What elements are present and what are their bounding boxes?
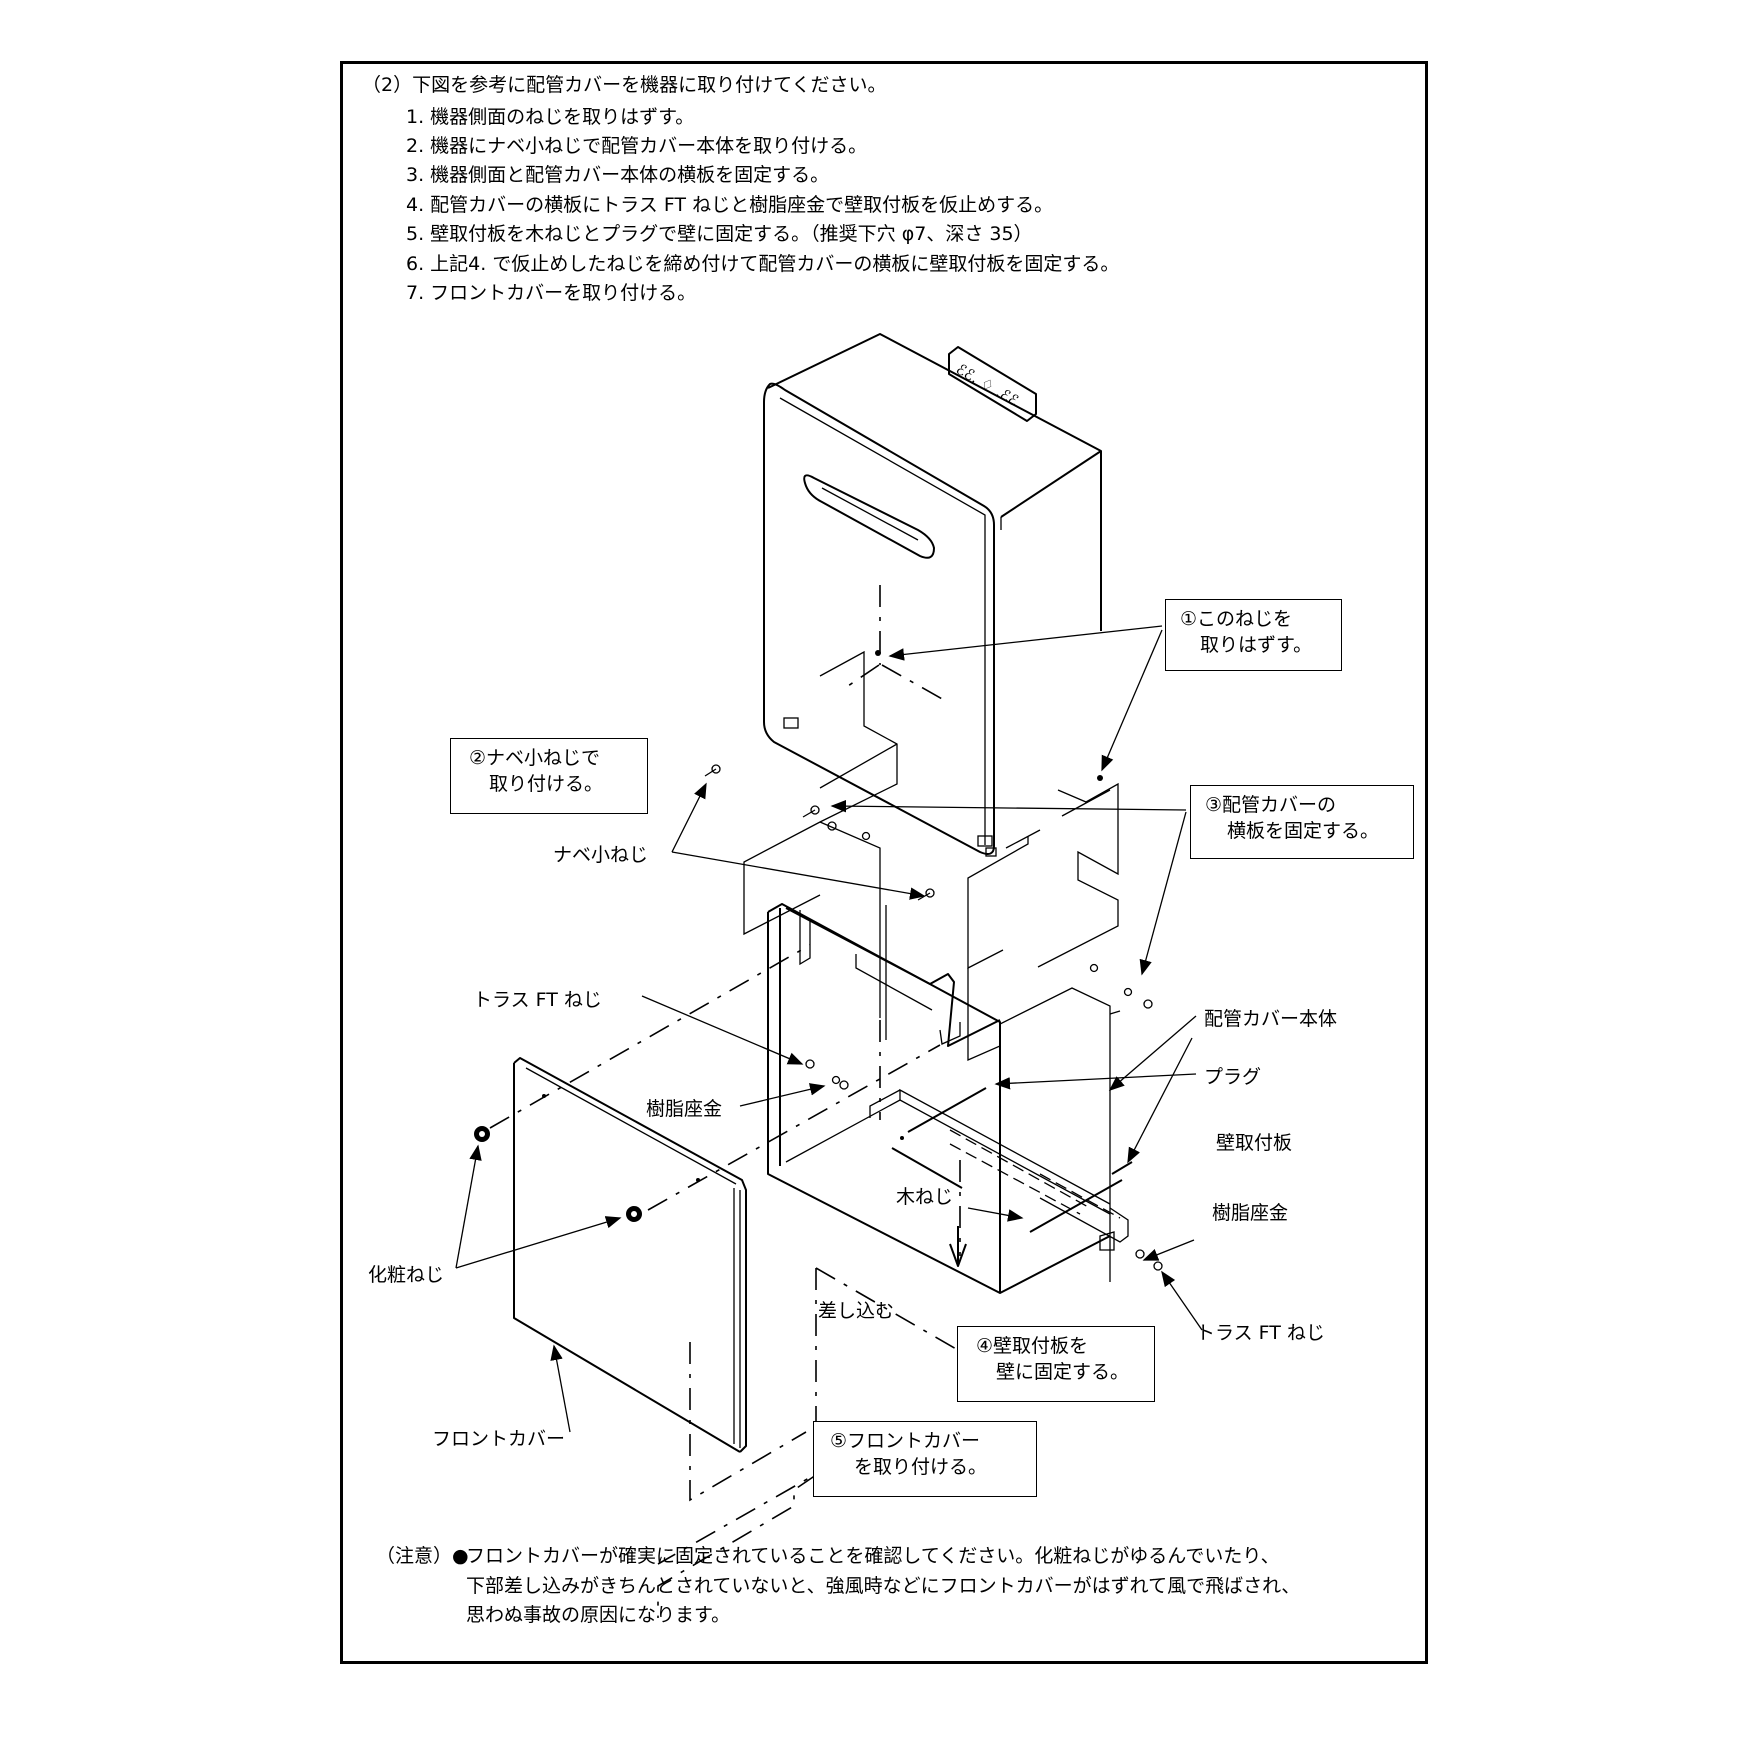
- callout-attach-pan-screw-line2: 取り付ける。: [489, 773, 604, 795]
- label-truss-ft-screw-2: トラス FT ねじ: [1196, 1322, 1325, 1344]
- break-line-a: [743, 650, 898, 936]
- callout-remove-screw: ①このねじを 取りはずす。: [1165, 599, 1342, 671]
- callout-attach-front-cover-line2: を取り付ける。: [854, 1456, 988, 1478]
- note-prefix: （注意）●: [376, 1545, 469, 1567]
- label-pipe-cover-body: 配管カバー本体: [1204, 1008, 1338, 1030]
- break-line-c: [819, 821, 881, 1018]
- callout-remove-screw-line2: 取りはずす。: [1200, 634, 1313, 656]
- insert-arrow-icon: [949, 1226, 967, 1267]
- alignment-lines-right: [689, 1342, 807, 1502]
- wall-plate-dashed: [949, 1129, 1121, 1219]
- label-decorative-screw: 化粧ねじ: [368, 1264, 445, 1286]
- break-line-d: [1037, 782, 1119, 968]
- step-6: 6. 上記4. で仮止めしたねじを締め付けて配管カバーの横板に壁取付板を固定する…: [406, 253, 1120, 275]
- label-front-cover: フロントカバー: [432, 1428, 566, 1450]
- front-cover: [513, 1057, 747, 1453]
- step-7: 7. フロントカバーを取り付ける。: [406, 282, 697, 304]
- callout-attach-front-cover-line1: ⑤フロントカバー: [830, 1430, 981, 1452]
- callout-fix-wall-plate-line2: 壁に固定する。: [996, 1361, 1130, 1383]
- break-line-e: [1061, 789, 1111, 817]
- callout-fix-wall-plate: ④壁取付板を 壁に固定する。: [957, 1326, 1155, 1402]
- label-truss-ft-screw-1: トラス FT ねじ: [473, 989, 602, 1011]
- step-5: 5. 壁取付板を木ねじとプラグで壁に固定する。（推奨下穴 φ7、深さ 35）: [406, 223, 1033, 245]
- callout-fix-side-plate-line2: 横板を固定する。: [1227, 820, 1380, 842]
- note-line-3: 思わぬ事故の原因になります。: [466, 1604, 731, 1626]
- step-1: 1. 機器側面のねじを取りはずす。: [406, 106, 695, 128]
- badge-icon: ℰℰ. ♢ .ℰℰ: [953, 360, 1022, 410]
- break-line-b: [819, 743, 898, 789]
- label-resin-washer-2: 樹脂座金: [1212, 1202, 1289, 1224]
- break-line-f: [967, 836, 1029, 970]
- label-pan-screw: ナベ小ねじ: [553, 844, 649, 866]
- label-resin-washer-1: 樹脂座金: [646, 1098, 723, 1120]
- callout-attach-front-cover: ⑤フロントカバー を取り付ける。: [813, 1421, 1037, 1497]
- page-frame: [340, 61, 1428, 1664]
- break-line-h: [1005, 829, 1041, 849]
- callout-attach-pan-screw-line1: ②ナベ小ねじで: [469, 747, 601, 769]
- label-wall-plate: 壁取付板: [1216, 1132, 1293, 1154]
- callout-remove-screw-line1: ①このねじを: [1180, 608, 1293, 630]
- instruction-header: （2）下図を参考に配管カバーを機器に取り付けてください。: [362, 74, 887, 96]
- step-3: 3. 機器側面と配管カバー本体の横板を固定する。: [406, 164, 830, 186]
- note-line-2: 下部差し込みがきちんとされていないと、強風時などにフロントカバーがはずれて風で飛…: [466, 1575, 1301, 1597]
- label-plug: プラグ: [1204, 1066, 1262, 1088]
- step-4: 4. 配管カバーの横板にトラス FT ねじと樹脂座金で壁取付板を仮止めする。: [406, 194, 1054, 216]
- callout-fix-side-plate: ③配管カバーの 横板を固定する。: [1190, 785, 1414, 859]
- leader-lines: [455, 625, 1203, 1433]
- note-line-1: フロントカバーが確実に固定されていることを確認してください。化粧ねじがゆるんでい…: [466, 1545, 1280, 1567]
- pipe-cover-body: [767, 903, 1129, 1294]
- water-heater-unit: ℰℰ. ♢ .ℰℰ: [763, 333, 1102, 857]
- label-insert: 差し込む: [818, 1300, 895, 1322]
- step-2: 2. 機器にナベ小ねじで配管カバー本体を取り付ける。: [406, 135, 868, 157]
- label-wood-screw: 木ねじ: [896, 1186, 954, 1208]
- callout-fix-wall-plate-line1: ④壁取付板を: [976, 1335, 1089, 1357]
- callout-fix-side-plate-line1: ③配管カバーの: [1205, 794, 1337, 816]
- callout-attach-pan-screw: ②ナベ小ねじで 取り付ける。: [450, 738, 648, 814]
